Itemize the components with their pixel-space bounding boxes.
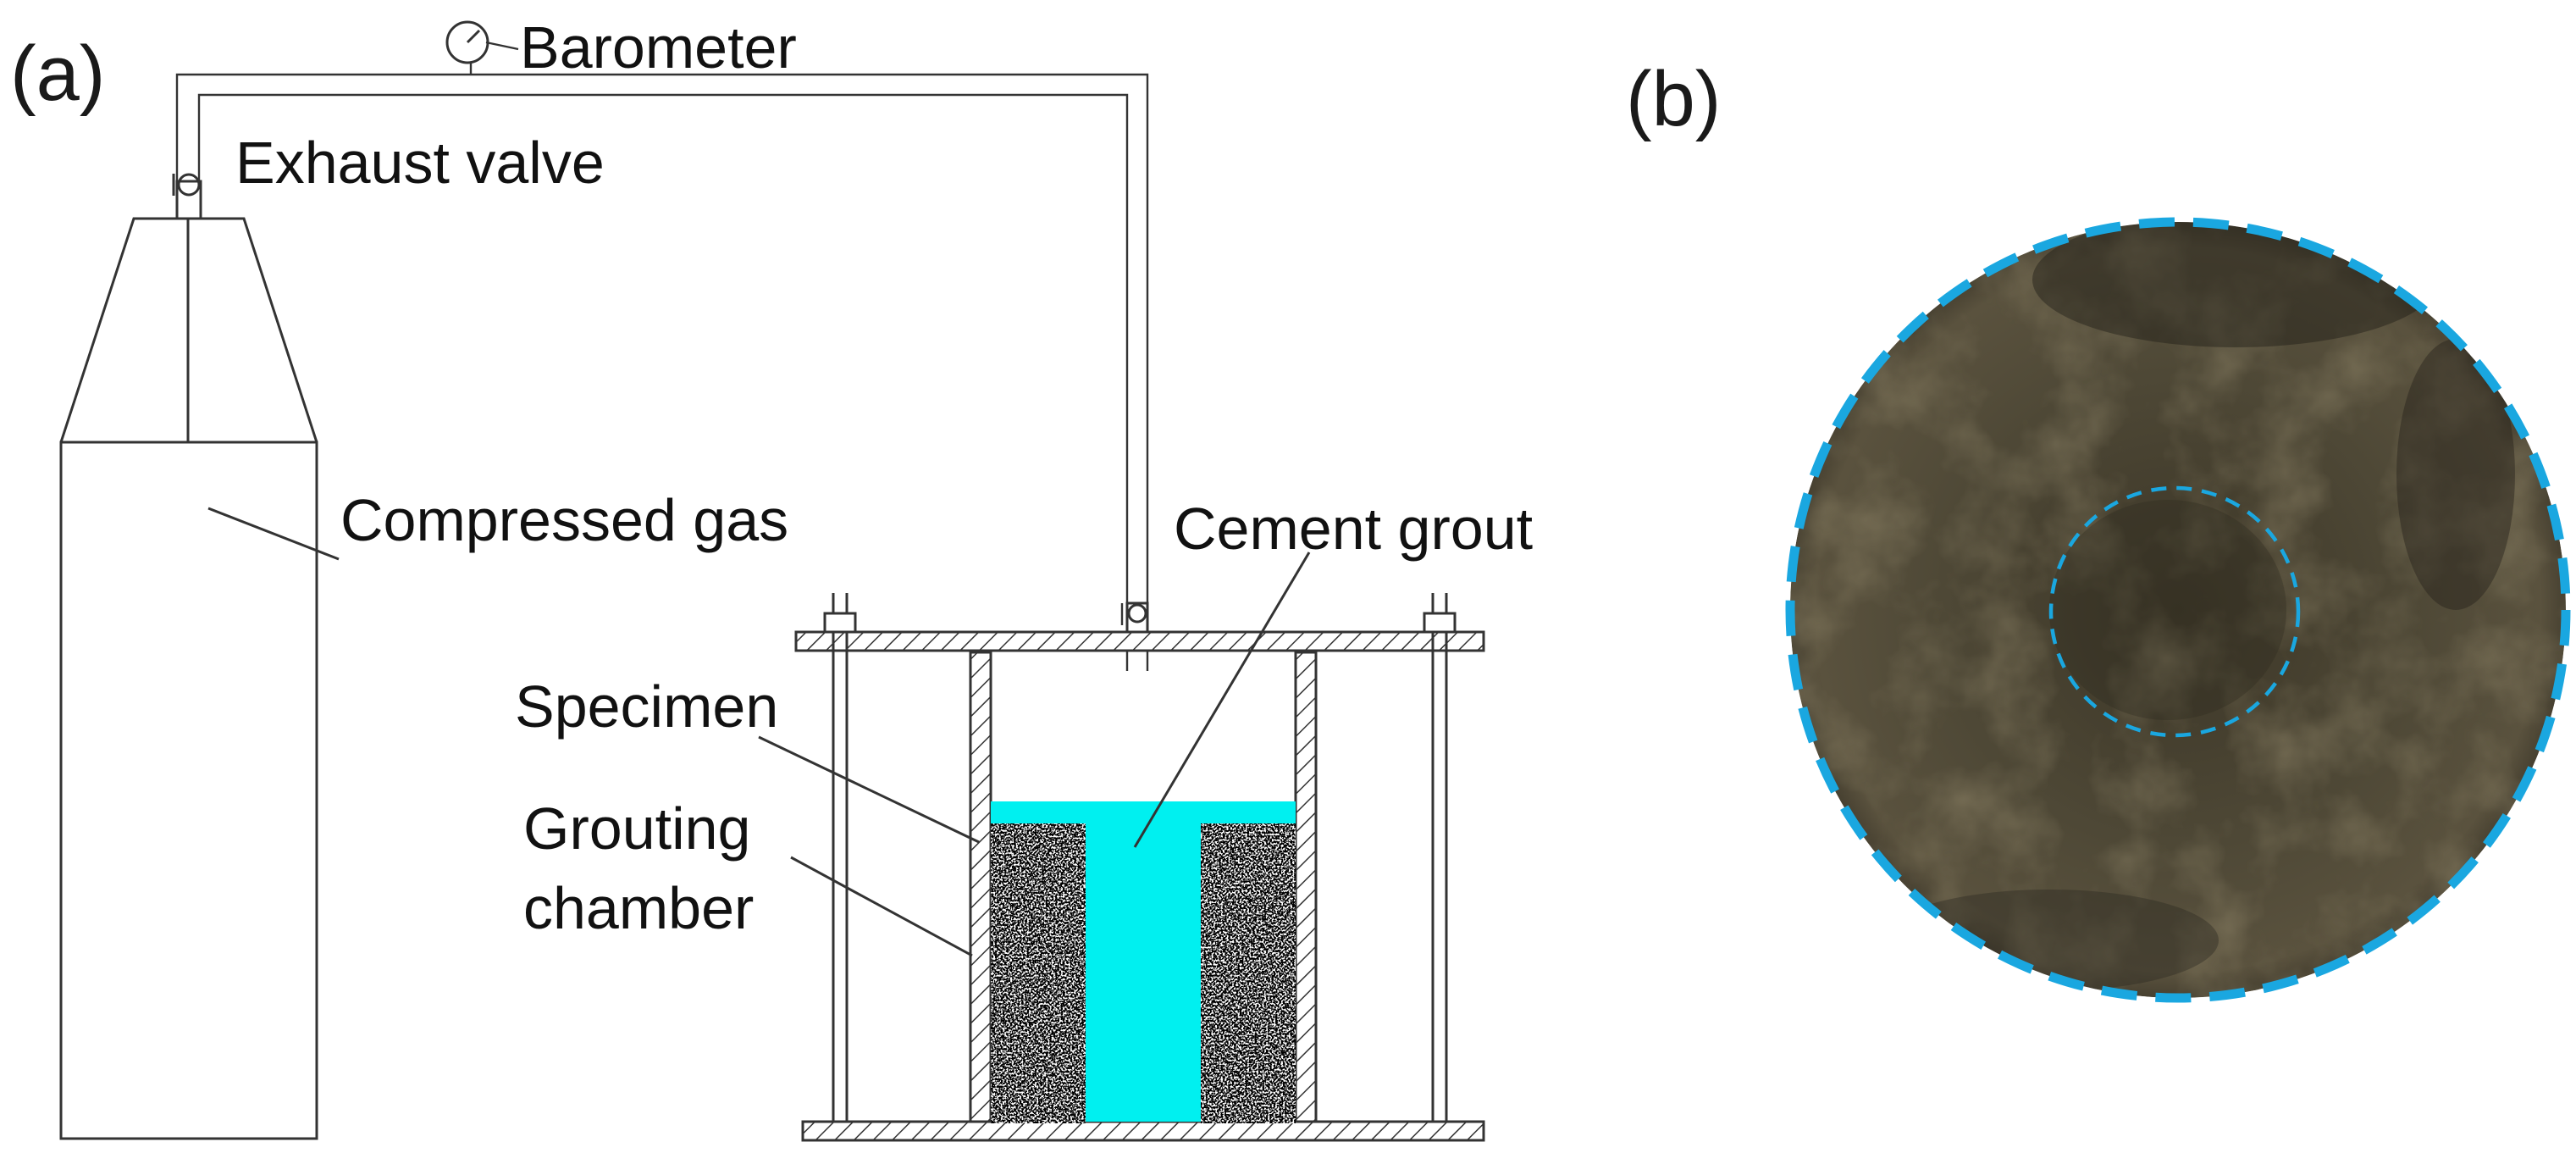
- grout-zone-outline-dashed: [2048, 485, 2301, 738]
- specimen-outline-dashed: [1785, 217, 2571, 1003]
- barometer-label: Barometer: [520, 14, 797, 80]
- bolt-nut-icon: [823, 612, 1457, 634]
- panel-b-label: (b): [1626, 56, 1721, 142]
- bottom-plate: [801, 1120, 1485, 1142]
- specimen-photo: [1785, 217, 2571, 1003]
- inlet-valve-icon: [1120, 601, 1149, 671]
- grouting-chamber-label-line2: chamber: [523, 875, 754, 941]
- specimen-label: Specimen: [515, 673, 778, 740]
- cement-grout-label: Cement grout: [1174, 496, 1533, 562]
- gas-cylinder: [59, 217, 340, 1140]
- specimen: [991, 823, 1296, 1123]
- gas-pipe: [175, 73, 1149, 617]
- tie-rod-right: [1431, 593, 1448, 1122]
- specimen-leader: [758, 735, 980, 844]
- exhaust-valve-label: Exhaust valve: [235, 130, 605, 196]
- grouting-chamber-leader: [790, 856, 973, 957]
- exhaust-valve-icon: [172, 173, 202, 220]
- chamber-wall-left: [969, 651, 992, 1123]
- cement-grout: [991, 801, 1296, 1122]
- compressed-gas-label: Compressed gas: [340, 487, 788, 553]
- chamber-wall-right: [1294, 651, 1318, 1123]
- compressed-gas-leader: [207, 507, 340, 561]
- panel-a-label: (a): [10, 30, 105, 117]
- grouting-chamber-label-line1: Grouting: [523, 795, 750, 862]
- top-plate: [794, 630, 1485, 652]
- barometer-gauge-icon: [445, 20, 519, 75]
- tie-rod-left: [832, 593, 849, 1122]
- cement-grout-leader: [1133, 552, 1311, 848]
